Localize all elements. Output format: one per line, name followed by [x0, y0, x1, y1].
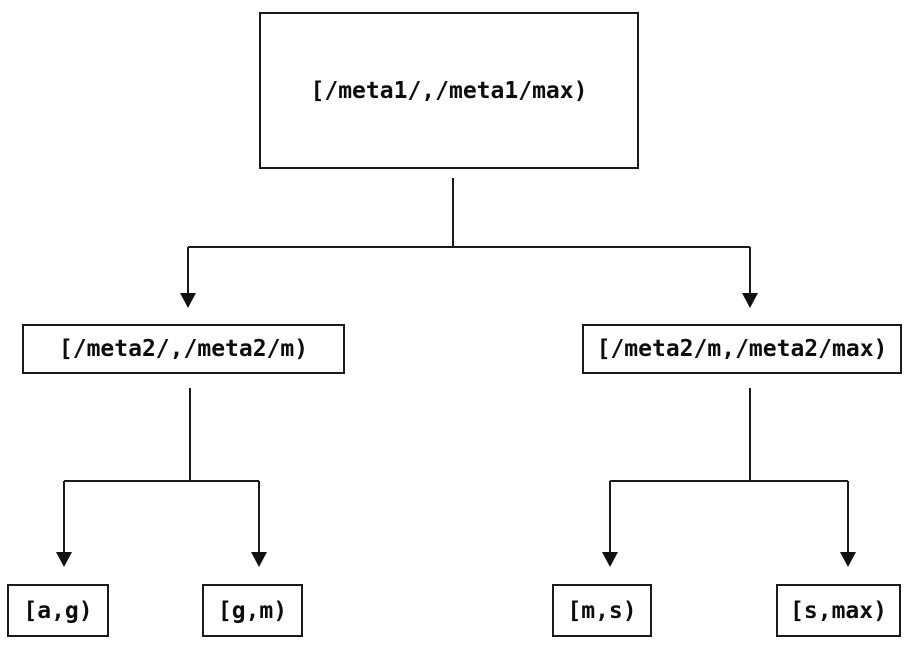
node-leaf-ag: [a,g) [7, 584, 109, 637]
node-root-label: [/meta1/,/meta1/max) [310, 77, 588, 104]
arrowhead-to-leaf-smax-icon [840, 552, 856, 567]
node-meta2-low-label: [/meta2/,/meta2/m) [58, 336, 309, 362]
node-meta2-low: [/meta2/,/meta2/m) [22, 324, 345, 374]
node-leaf-gm: [g,m) [202, 584, 303, 637]
arrowhead-to-leaf-gm-icon [251, 552, 267, 567]
arrowhead-to-leaf-ag-icon [56, 552, 72, 567]
node-leaf-ms-label: [m,s) [567, 597, 637, 624]
node-leaf-smax-label: [s,max) [790, 597, 887, 624]
arrowhead-to-leaf-ms-icon [602, 552, 618, 567]
node-meta2-high: [/meta2/m,/meta2/max) [582, 324, 902, 374]
edge-l2-left-children [56, 388, 267, 567]
node-meta2-high-label: [/meta2/m,/meta2/max) [596, 336, 888, 362]
node-root: [/meta1/,/meta1/max) [259, 12, 639, 169]
node-leaf-smax: [s,max) [776, 584, 901, 637]
node-leaf-ag-label: [a,g) [23, 597, 93, 624]
node-leaf-ms: [m,s) [552, 584, 652, 637]
arrowhead-to-l2-left-icon [180, 293, 196, 308]
edge-root-children [180, 178, 758, 308]
node-leaf-gm-label: [g,m) [217, 597, 288, 624]
edge-l2-right-children [602, 388, 856, 567]
arrowhead-to-l2-right-icon [742, 293, 758, 308]
